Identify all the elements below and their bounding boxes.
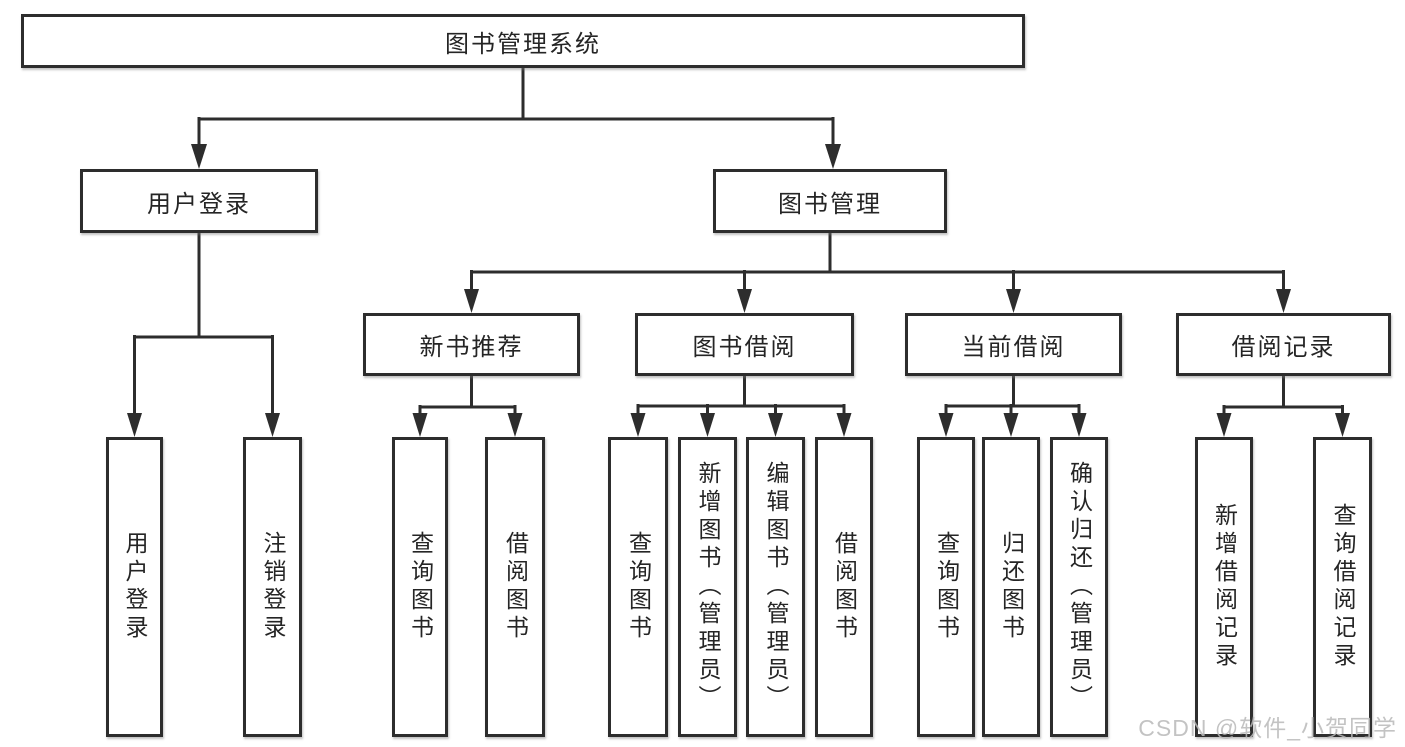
leaf-return-book: 归还图书 [982, 437, 1040, 737]
leaf-recommend-query-book-label: 查询图书 [407, 531, 434, 643]
node-user-login-label: 用户登录 [147, 190, 251, 218]
leaf-confirm-return-admin-label: 确认归还（管理员） [1066, 461, 1093, 713]
leaf-return-book-label: 归还图书 [998, 531, 1025, 643]
node-book-management-label: 图书管理 [778, 190, 882, 218]
node-new-book-recommend-label: 新书推荐 [419, 334, 524, 361]
leaf-add-borrow-record-label: 新增借阅记录 [1211, 503, 1238, 671]
csdn-watermark: CSDN @软件_小贺同学 [1138, 715, 1397, 741]
leaf-borrow-book: 借阅图书 [815, 437, 873, 737]
leaf-borrow-query-book: 查询图书 [608, 437, 668, 737]
node-current-borrow-label: 当前借阅 [961, 334, 1066, 361]
leaf-confirm-return-admin: 确认归还（管理员） [1050, 437, 1108, 737]
leaf-recommend-borrow-book-label: 借阅图书 [502, 531, 529, 643]
leaf-user-login-label: 用户登录 [122, 531, 148, 643]
node-book-management: 图书管理 [713, 169, 947, 233]
leaf-borrow-book-label: 借阅图书 [831, 531, 858, 643]
node-library-system-label: 图书管理系统 [445, 30, 601, 58]
node-borrow-records: 借阅记录 [1176, 313, 1391, 376]
leaf-add-book-admin: 新增图书（管理员） [678, 437, 737, 737]
leaf-recommend-query-book: 查询图书 [392, 437, 448, 737]
leaf-query-borrow-record-label: 查询借阅记录 [1330, 503, 1356, 671]
node-library-system: 图书管理系统 [21, 14, 1025, 68]
node-borrow-records-label: 借阅记录 [1231, 334, 1336, 361]
leaf-edit-book-admin: 编辑图书（管理员） [746, 437, 805, 737]
node-book-borrow-label: 图书借阅 [692, 334, 797, 361]
leaf-add-book-admin-label: 新增图书（管理员） [695, 461, 721, 713]
leaf-edit-book-admin-label: 编辑图书（管理员） [763, 461, 789, 713]
leaf-current-query-book: 查询图书 [917, 437, 975, 737]
leaf-recommend-borrow-book: 借阅图书 [485, 437, 545, 737]
node-book-borrow: 图书借阅 [635, 313, 854, 376]
leaf-logout-login: 注销登录 [243, 437, 302, 737]
node-current-borrow: 当前借阅 [905, 313, 1122, 376]
node-new-book-recommend: 新书推荐 [363, 313, 580, 376]
leaf-borrow-query-book-label: 查询图书 [625, 531, 652, 643]
leaf-user-login: 用户登录 [106, 437, 163, 737]
leaf-logout-login-label: 注销登录 [260, 531, 286, 643]
leaf-current-query-book-label: 查询图书 [933, 531, 960, 643]
node-user-login: 用户登录 [80, 169, 318, 233]
leaf-add-borrow-record: 新增借阅记录 [1195, 437, 1253, 737]
leaf-query-borrow-record: 查询借阅记录 [1313, 437, 1372, 737]
